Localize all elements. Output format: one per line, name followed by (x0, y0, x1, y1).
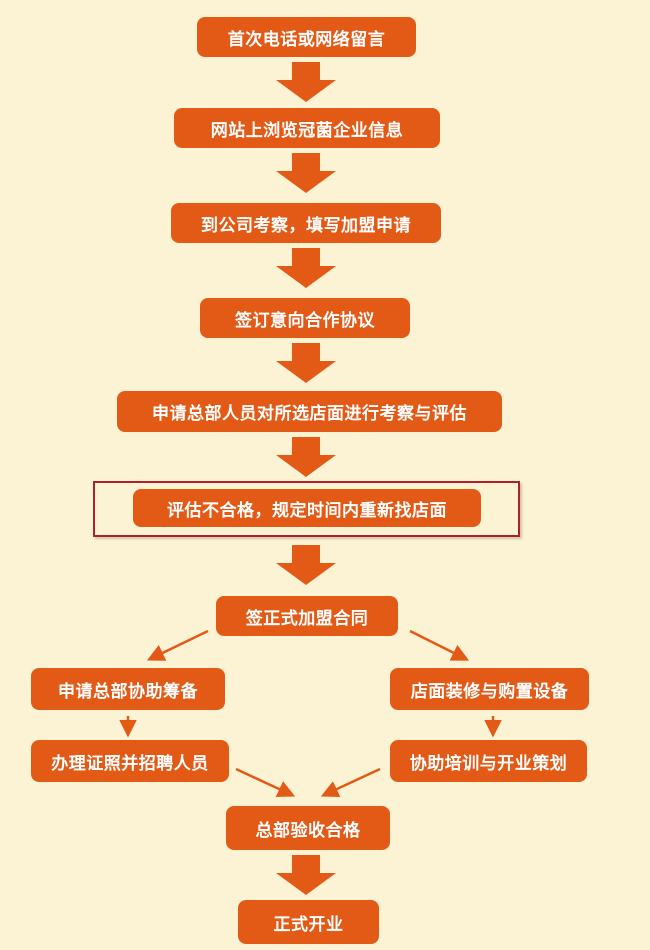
down-arrow-4 (276, 343, 336, 383)
merge-arrow-left (235, 767, 296, 798)
step-prep-assist: 申请总部协助筹备 (31, 668, 225, 710)
step-browse-info: 网站上浏览冠菌企业信息 (174, 108, 440, 148)
split-arrow-left (146, 629, 209, 661)
merge-arrow-right (320, 767, 381, 798)
step-sign-contract: 签正式加盟合同 (216, 596, 398, 636)
down-arrow-6 (276, 545, 336, 585)
step-evaluation-fail: 评估不合格，规定时间内重新找店面 (133, 489, 481, 527)
step-first-contact: 首次电话或网络留言 (197, 17, 416, 57)
down-arrow-7 (276, 855, 336, 895)
step-visit-apply: 到公司考察，填写加盟申请 (171, 203, 441, 243)
step-licenses-hiring: 办理证照并招聘人员 (31, 740, 229, 782)
step-renovation-equipment: 店面装修与购置设备 (390, 668, 589, 710)
down-arrow-1 (276, 62, 336, 102)
evaluation-fail-frame (93, 481, 520, 537)
split-arrow-right (409, 629, 470, 661)
down-arrow-5 (276, 437, 336, 477)
step-intent-agreement: 签订意向合作协议 (200, 298, 410, 338)
down-arrow-2 (276, 153, 336, 193)
step-grand-opening: 正式开业 (238, 900, 379, 944)
step-hq-acceptance: 总部验收合格 (226, 806, 390, 850)
step-training-planning: 协助培训与开业策划 (390, 740, 587, 782)
step-store-evaluation: 申请总部人员对所选店面进行考察与评估 (117, 391, 502, 432)
down-arrow-3 (276, 248, 336, 288)
